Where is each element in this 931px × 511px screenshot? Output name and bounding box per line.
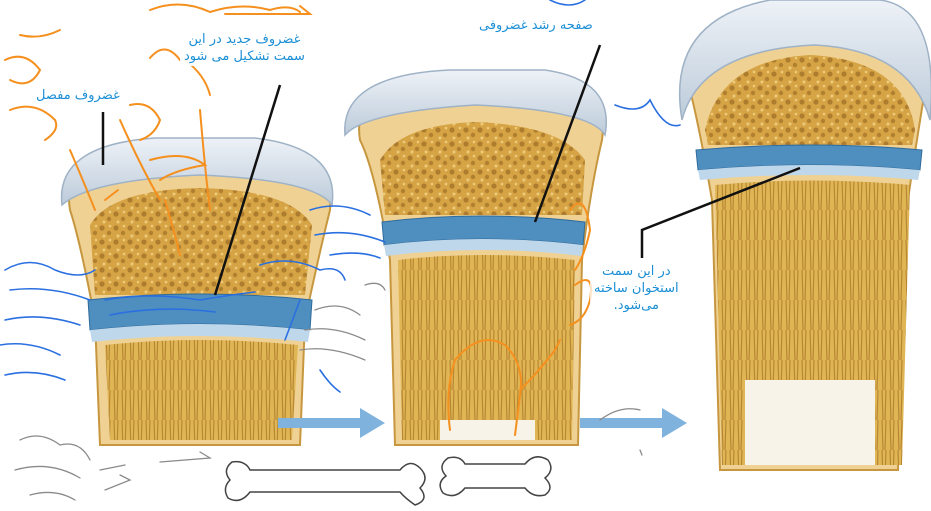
bone-forms-label: در این سمت استخوان ساخته می‌شود. <box>590 262 683 315</box>
bone-outline-icon <box>225 462 425 505</box>
bone-stage-2 <box>345 70 606 445</box>
bone-2-diaphysis <box>398 255 575 440</box>
bone-forms-label-line2: استخوان ساخته <box>594 280 679 297</box>
bone-outline-icon <box>440 457 551 496</box>
articular-cartilage-label-text: غضروف مفصل <box>36 87 120 104</box>
right-arrow-icon <box>580 408 687 438</box>
growth-plate-label: صفحه رشد غضروفی <box>475 16 597 35</box>
growth-plate-label-text: صفحه رشد غضروفی <box>479 17 593 34</box>
new-cartilage-label: غضروف جدید در این سمت تشکیل می شود <box>180 30 309 66</box>
new-cartilage-label-line2: سمت تشکیل می شود <box>184 48 305 65</box>
bone-stage-1 <box>62 138 333 445</box>
bone-forms-label-line3: می‌شود. <box>594 297 679 314</box>
bone-2-marrow-cavity <box>440 420 535 440</box>
new-cartilage-label-line1: غضروف جدید در این <box>184 31 305 48</box>
articular-cartilage-label: غضروف مفصل <box>32 86 124 105</box>
bone-1-epiphysis-spongy <box>90 188 312 295</box>
bone-stage-3 <box>680 0 931 470</box>
bone-forms-label-line1: در این سمت <box>594 263 679 280</box>
bone-1-diaphysis-spongy <box>105 340 298 440</box>
bone-3-marrow-cavity <box>745 380 875 465</box>
